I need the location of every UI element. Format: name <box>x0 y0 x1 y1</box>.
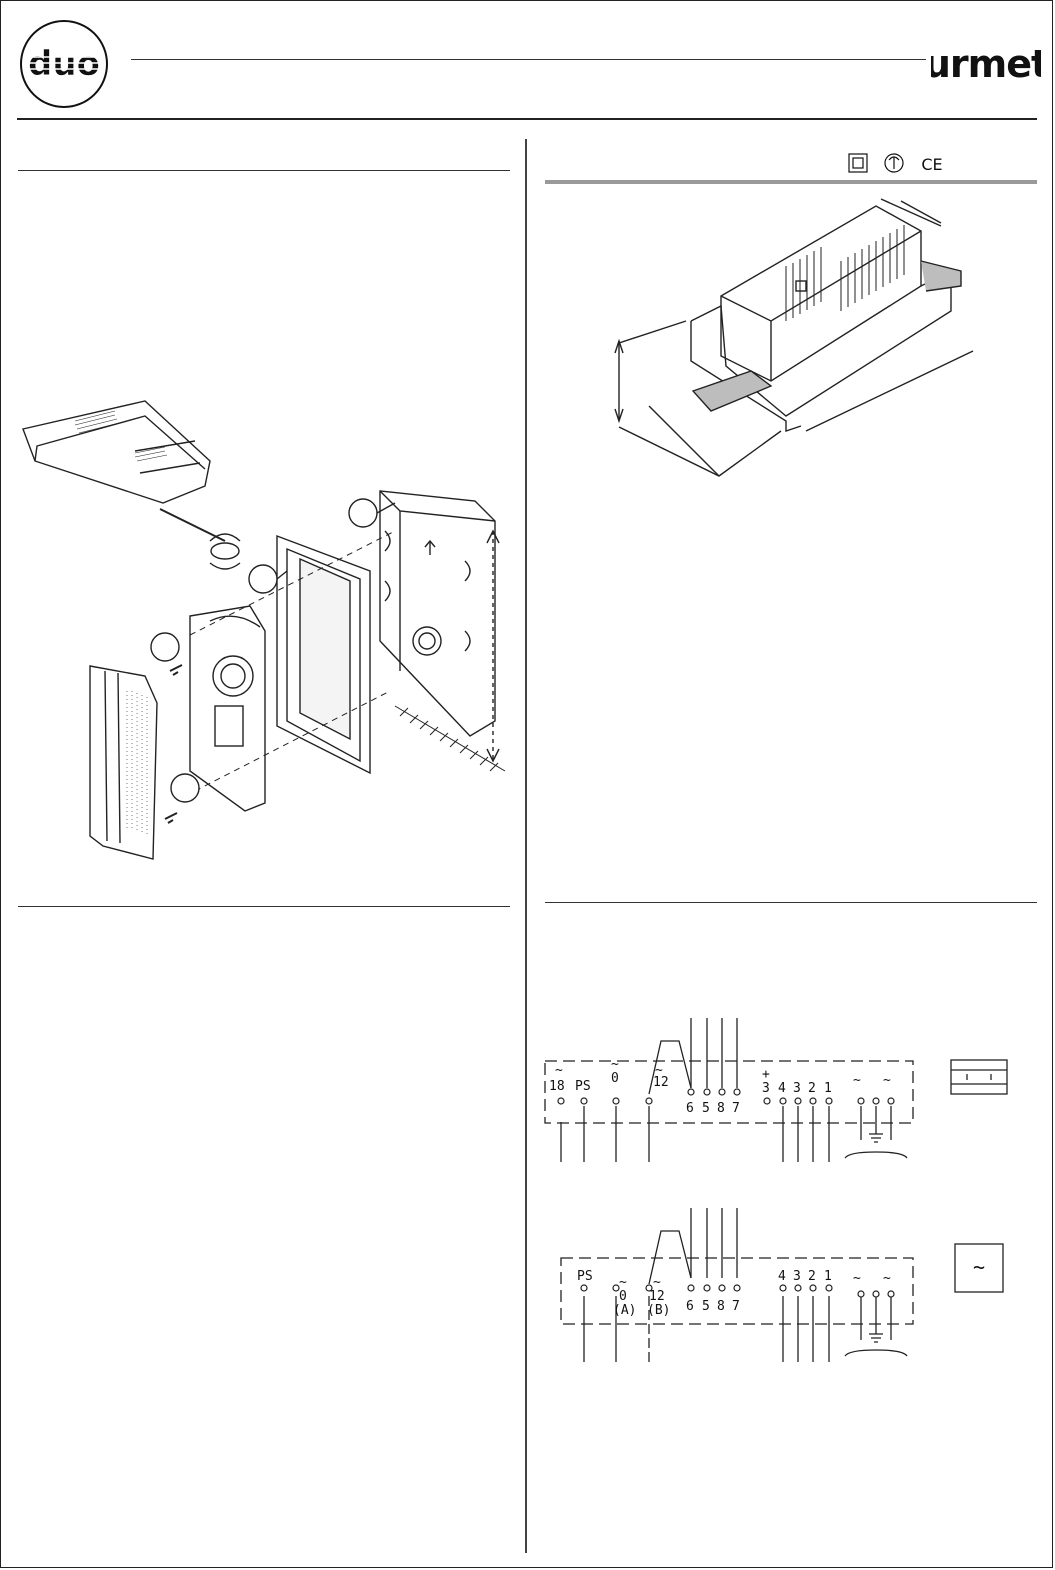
header-rule <box>17 118 1037 120</box>
terminal-label: PS <box>577 1269 593 1284</box>
terminal-label: 12 <box>653 1075 669 1090</box>
module-drawing <box>189 605 266 812</box>
terminal-label: 6 <box>686 1299 694 1314</box>
terminal-label: ~ <box>973 1255 985 1279</box>
terminal-label: ~ <box>611 1057 619 1072</box>
duo-logo-text: duo <box>28 44 100 84</box>
wiring-diagram-b: PS ~ 0 (A) ~ 12 (B) 6 5 8 7 4 3 2 1 ~ ~ … <box>560 1208 1004 1362</box>
terminal-label: + <box>762 1067 770 1082</box>
front-cover-drawing <box>89 665 158 860</box>
power-supply-drawing <box>614 198 974 477</box>
terminal-label: 8 <box>717 1101 725 1116</box>
terminal-label: 1 <box>824 1269 832 1284</box>
terminal-label: (B) <box>647 1303 670 1318</box>
terminal-label: 0 <box>611 1071 619 1086</box>
header-line <box>131 59 926 60</box>
terminal-label: 3 <box>793 1081 801 1096</box>
handset-drawing <box>22 400 241 570</box>
urmet-logo-text: urmet <box>931 42 1041 85</box>
section-rule-left-top <box>18 170 510 171</box>
din-rail-symbol <box>950 1059 1008 1095</box>
section-rule-right-top <box>545 180 1037 184</box>
terminal-label: ~ <box>853 1271 861 1286</box>
terminal-label: ~ <box>853 1073 861 1088</box>
terminal-label: (A) <box>613 1303 636 1318</box>
terminal-label: 6 <box>686 1101 694 1116</box>
wiring-diagram-a: ~ 18 PS ~ 0 ~ 12 6 5 8 7 + 3 4 3 2 1 ~ ~ <box>544 1018 1008 1162</box>
terminal-label: 12 <box>649 1289 665 1304</box>
callout-3 <box>150 632 180 662</box>
ce-mark: CE <box>921 155 942 174</box>
urmet-logo: urmet <box>931 42 1041 85</box>
callout-4 <box>170 773 200 803</box>
callout-2 <box>248 564 278 594</box>
terminal-label: ~ <box>653 1275 661 1290</box>
terminal-label: ~ <box>655 1063 663 1078</box>
terminal-label: 5 <box>702 1101 710 1116</box>
terminal-label: 7 <box>732 1101 740 1116</box>
frame-drawing <box>276 534 371 775</box>
terminal-label: 1 <box>824 1081 832 1096</box>
terminal-label: 2 <box>808 1081 816 1096</box>
terminal-label: 2 <box>808 1269 816 1284</box>
terminal-label: ~ <box>883 1271 891 1286</box>
terminal-label: 3 <box>762 1081 770 1096</box>
terminal-label: 4 <box>778 1269 786 1284</box>
ac-symbol-box <box>954 1243 1004 1293</box>
backbox-drawing <box>379 490 496 737</box>
duo-logo: duo <box>20 20 108 108</box>
terminal-label: PS <box>575 1079 591 1094</box>
terminal-label: ~ <box>619 1275 627 1290</box>
terminal-label: 3 <box>793 1269 801 1284</box>
callout-1 <box>348 498 378 528</box>
terminal-label: 8 <box>717 1299 725 1314</box>
terminal-label: ~ <box>883 1073 891 1088</box>
terminal-label: 0 <box>619 1289 627 1304</box>
terminal-label: 18 <box>549 1079 565 1094</box>
terminal-label: 7 <box>732 1299 740 1314</box>
terminal-label: 5 <box>702 1299 710 1314</box>
certification-symbols: CE <box>848 153 943 174</box>
section-rule-left-bottom <box>18 906 510 907</box>
section-rule-right-bottom <box>545 902 1037 903</box>
transformer-icon <box>884 153 904 173</box>
installation-exploded-drawing <box>22 400 506 860</box>
double-insulation-icon <box>848 153 868 173</box>
terminal-label: 4 <box>778 1081 786 1096</box>
column-divider <box>525 139 527 1553</box>
terminal-label: ~ <box>555 1063 563 1078</box>
